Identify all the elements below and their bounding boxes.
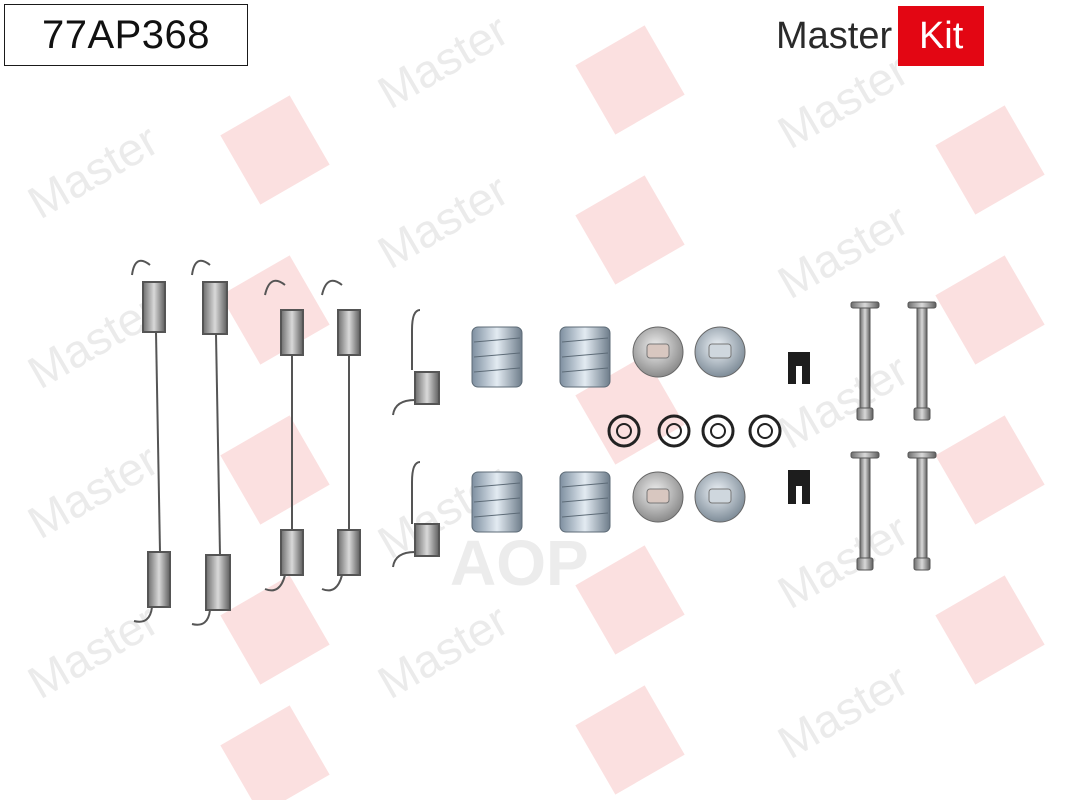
part-number: 77AP368 <box>41 12 211 57</box>
logo-master-text: Master <box>776 14 893 57</box>
part-number-box: 77AP368 <box>4 4 248 66</box>
clip-2 <box>788 470 810 504</box>
center-mark: AOP <box>450 527 589 599</box>
clip-1 <box>788 352 810 384</box>
coil-spring-1 <box>471 326 523 388</box>
hold-down-pins <box>850 301 937 571</box>
star-washers <box>607 414 782 448</box>
long-spring-1 <box>131 259 171 623</box>
spring-cup-4 <box>694 471 746 523</box>
coil-spring-3 <box>471 471 523 533</box>
coil-spring-4 <box>559 471 611 533</box>
long-spring-4 <box>321 279 361 592</box>
long-spring-3 <box>264 279 304 592</box>
spring-cup-1 <box>632 326 684 378</box>
coil-spring-2 <box>559 326 611 388</box>
small-spring-2 <box>392 461 440 568</box>
brand-logo: Master Kit <box>776 6 985 66</box>
long-spring-2 <box>191 259 231 626</box>
spring-cup-3 <box>632 471 684 523</box>
small-spring-1 <box>392 309 440 416</box>
svg-text:AOP: AOP <box>450 527 589 599</box>
spring-cup-2 <box>694 326 746 378</box>
logo-kit-badge: Kit <box>898 6 985 66</box>
